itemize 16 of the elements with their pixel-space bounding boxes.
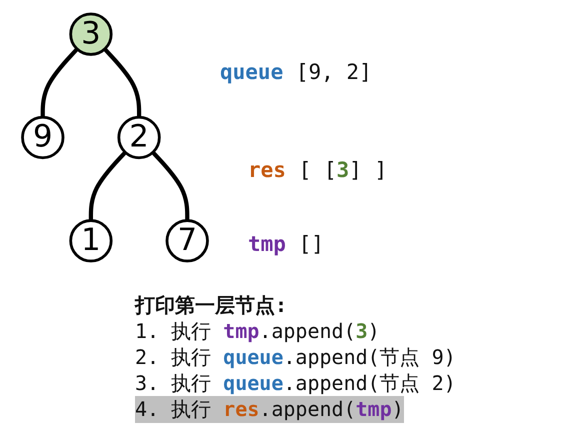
node-circle: 9 xyxy=(21,116,64,160)
result-state: res [ [3] ] xyxy=(248,158,388,182)
step-heading: 打印第一层节点: xyxy=(135,292,288,319)
node-circle: 2 xyxy=(117,116,161,160)
node-circle: 1 xyxy=(69,219,113,262)
step-line: 3. 执行 queue.append(节点 2) xyxy=(135,370,456,397)
connector xyxy=(40,48,79,118)
step-line: 1. 执行 tmp.append(3) xyxy=(135,318,380,345)
tmp-state: tmp [] xyxy=(248,232,324,256)
node-circle: 7 xyxy=(166,219,209,262)
connector xyxy=(103,48,142,118)
connector xyxy=(88,150,127,221)
node-circle: 3 xyxy=(69,12,113,56)
connector xyxy=(151,150,190,221)
step-line: 2. 执行 queue.append(节点 9) xyxy=(135,344,456,371)
queue-state: queue [9, 2] xyxy=(220,60,372,84)
